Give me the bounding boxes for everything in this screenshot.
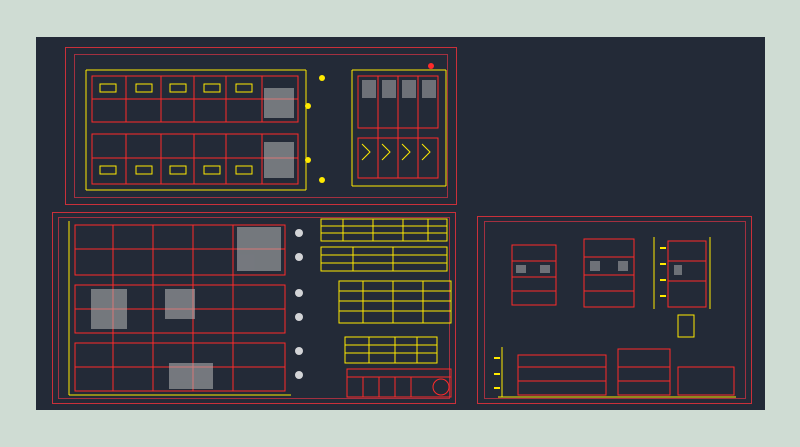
floor-plan-drawing-bottom (68, 218, 452, 398)
cad-model-viewport[interactable] (36, 37, 765, 410)
sheet-inner-frame (74, 54, 448, 198)
sheet-elevations-sections[interactable] (477, 216, 752, 404)
elevations-drawing (494, 237, 736, 398)
sheet-floor-plans-bottom[interactable] (52, 212, 456, 404)
sheet-inner-frame (58, 217, 450, 399)
sheet-floor-plans-top[interactable] (65, 47, 457, 205)
floor-plan-drawing-top (85, 63, 447, 191)
sheet-inner-frame (484, 221, 746, 399)
